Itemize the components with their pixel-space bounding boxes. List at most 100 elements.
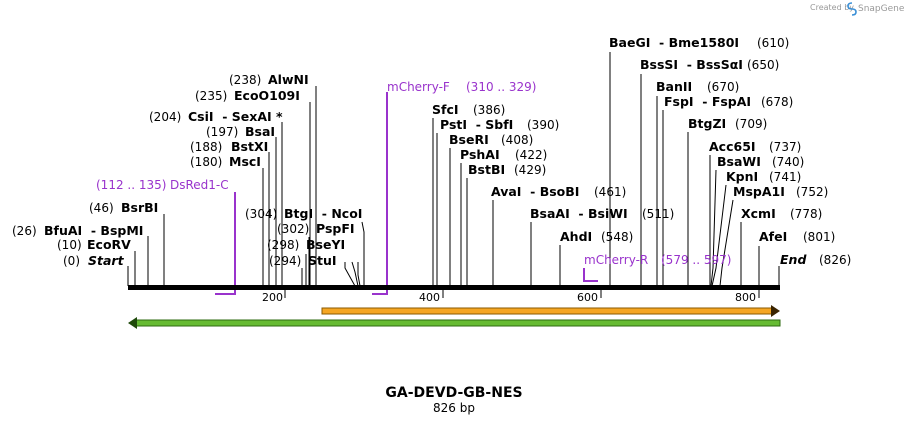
svg-text:BssSI - BssSαI: BssSI - BssSαI: [640, 57, 743, 72]
map-title: GA-DEVD-GB-NES: [385, 385, 522, 401]
svg-text:End: End: [780, 252, 807, 267]
site-label-bsaai[interactable]: BsaAI - BsiWI (511): [530, 206, 674, 221]
svg-text:(310 .. 329): (310 .. 329): [466, 80, 536, 94]
site-label-bseri[interactable]: BseRI (408): [449, 132, 533, 147]
ruler: [284, 290, 760, 298]
svg-text:(197): (197): [206, 125, 238, 139]
svg-text:BsrBI: BsrBI: [121, 200, 158, 215]
svg-text:AlwNI: AlwNI: [268, 72, 309, 87]
svg-text:BanII: BanII: [656, 79, 692, 94]
svg-text:(112 .. 135): (112 .. 135): [96, 178, 166, 192]
svg-text:AhdI: AhdI: [560, 229, 592, 244]
svg-text:(294): (294): [269, 254, 301, 268]
svg-text:BstBI: BstBI: [468, 162, 505, 177]
credit-prefix: Created by: [810, 3, 854, 12]
svg-text:BsaWI: BsaWI: [717, 154, 761, 169]
svg-text:MscI: MscI: [229, 154, 261, 169]
site-label-psti[interactable]: PstI - SbfI (390): [440, 117, 559, 132]
sequence-backbone: [128, 285, 780, 290]
svg-text:(511): (511): [642, 207, 674, 221]
svg-text:(801): (801): [803, 230, 835, 244]
svg-text:(741): (741): [769, 170, 801, 184]
site-label-bsai[interactable]: (197) BsaI: [206, 124, 275, 139]
svg-text:(386): (386): [473, 103, 505, 117]
tick-label-800: 800: [735, 291, 756, 304]
svg-text:StuI: StuI: [308, 253, 337, 268]
site-label-bsssi[interactable]: BssSI - BssSαI (650): [640, 57, 779, 72]
map-length: 826 bp: [433, 401, 475, 415]
site-label-ecorv[interactable]: (10) EcoRV: [57, 237, 131, 252]
feature-orange-arrow[interactable]: [321, 305, 780, 317]
site-label-kpni[interactable]: KpnI (741): [726, 169, 801, 184]
site-label-pshai[interactable]: PshAI (422): [460, 147, 547, 162]
svg-text:BseYI: BseYI: [306, 237, 345, 252]
site-label-bsrbi[interactable]: (46) BsrBI: [89, 200, 158, 215]
svg-text:(429): (429): [514, 163, 546, 177]
svg-text:BtgZI: BtgZI: [688, 116, 726, 131]
svg-text:BseRI: BseRI: [449, 132, 489, 147]
primer-mcherry-r[interactable]: mCherry-R (579 .. 597): [583, 253, 731, 282]
svg-text:AfeI: AfeI: [759, 229, 787, 244]
site-label-afei[interactable]: AfeI (801): [759, 229, 835, 244]
svg-text:(778): (778): [790, 207, 822, 221]
feature-green-arrow[interactable]: [128, 317, 781, 329]
primer-dsred1-c[interactable]: (112 .. 135) DsRed1-C: [96, 178, 236, 295]
svg-text:(204): (204): [149, 110, 181, 124]
site-label-btgzi[interactable]: BtgZI (709): [688, 116, 767, 131]
svg-text:(650): (650): [747, 58, 779, 72]
site-label-bseyi[interactable]: (298) BseYI: [267, 237, 345, 252]
site-label-bstbi[interactable]: BstBI (429): [468, 162, 546, 177]
svg-text:mCherry-R: mCherry-R: [584, 253, 648, 267]
svg-text:EcoRV: EcoRV: [87, 237, 131, 252]
svg-text:(180): (180): [190, 155, 222, 169]
site-label-bsawi[interactable]: BsaWI (740): [717, 154, 804, 169]
site-label-bstxi[interactable]: (188) BstXI: [190, 139, 268, 154]
credit-brand: SnapGene: [858, 4, 905, 14]
svg-text:(188): (188): [190, 140, 222, 154]
svg-text:BaeGI - Bme1580I: BaeGI - Bme1580I: [609, 35, 739, 50]
svg-text:(610): (610): [757, 36, 789, 50]
site-label-banii[interactable]: BanII (670): [656, 79, 739, 94]
svg-text:(304): (304): [245, 207, 277, 221]
svg-text:AvaI - BsoBI: AvaI - BsoBI: [491, 184, 579, 199]
svg-text:MspA1I: MspA1I: [733, 184, 785, 199]
site-label-ahdi[interactable]: AhdI (548): [560, 229, 633, 244]
svg-text:(390): (390): [527, 118, 559, 132]
svg-text:(579 .. 597): (579 .. 597): [661, 253, 731, 267]
svg-text:BsaI: BsaI: [245, 124, 275, 139]
site-label-avai[interactable]: AvaI - BsoBI (461): [491, 184, 626, 199]
site-label-alwni[interactable]: (238) AlwNI: [229, 72, 309, 87]
svg-text:EcoO109I: EcoO109I: [234, 88, 300, 103]
svg-text:XcmI: XcmI: [741, 206, 776, 221]
site-label-sfci[interactable]: SfcI (386): [432, 102, 505, 117]
svg-text:(0): (0): [63, 254, 80, 268]
svg-text:BstXI: BstXI: [231, 139, 268, 154]
site-label-stui[interactable]: (294) StuI: [269, 253, 337, 268]
site-label-msci[interactable]: (180) MscI: [190, 154, 261, 169]
svg-text:KpnI: KpnI: [726, 169, 758, 184]
svg-text:(670): (670): [707, 80, 739, 94]
svg-text:(298): (298): [267, 238, 299, 252]
svg-text:(737): (737): [769, 140, 801, 154]
site-label-end[interactable]: End (826): [780, 252, 851, 267]
site-label-csii[interactable]: (204) CsiI - SexAI *: [149, 109, 283, 124]
site-lines: [127, 52, 780, 287]
site-label-mspa1i[interactable]: MspA1I (752): [733, 184, 828, 199]
site-label-xcmi[interactable]: XcmI (778): [741, 206, 822, 221]
site-label-start[interactable]: (0) Start: [63, 253, 125, 268]
site-label-btgi[interactable]: (304) BtgI - NcoI: [245, 206, 362, 221]
site-label-pspfi[interactable]: (302) PspFI: [277, 221, 355, 236]
site-label-baegi[interactable]: BaeGI - Bme1580I (610): [609, 35, 789, 50]
svg-text:SfcI: SfcI: [432, 102, 459, 117]
svg-text:(548): (548): [601, 230, 633, 244]
site-label-acc65i[interactable]: Acc65I (737): [709, 139, 801, 154]
svg-text:BsaAI - BsiWI: BsaAI - BsiWI: [530, 206, 628, 221]
tick-label-400: 400: [419, 291, 440, 304]
svg-text:Acc65I: Acc65I: [709, 139, 756, 154]
site-label-fspi[interactable]: FspI - FspAI (678): [664, 94, 793, 109]
site-label-ecoo109i[interactable]: (235) EcoO109I: [195, 88, 300, 103]
svg-text:(10): (10): [57, 238, 82, 252]
site-label-bfuai[interactable]: (26) BfuAI - BspMI: [12, 223, 143, 238]
primer-mcherry-f[interactable]: mCherry-F (310 .. 329): [372, 80, 536, 295]
